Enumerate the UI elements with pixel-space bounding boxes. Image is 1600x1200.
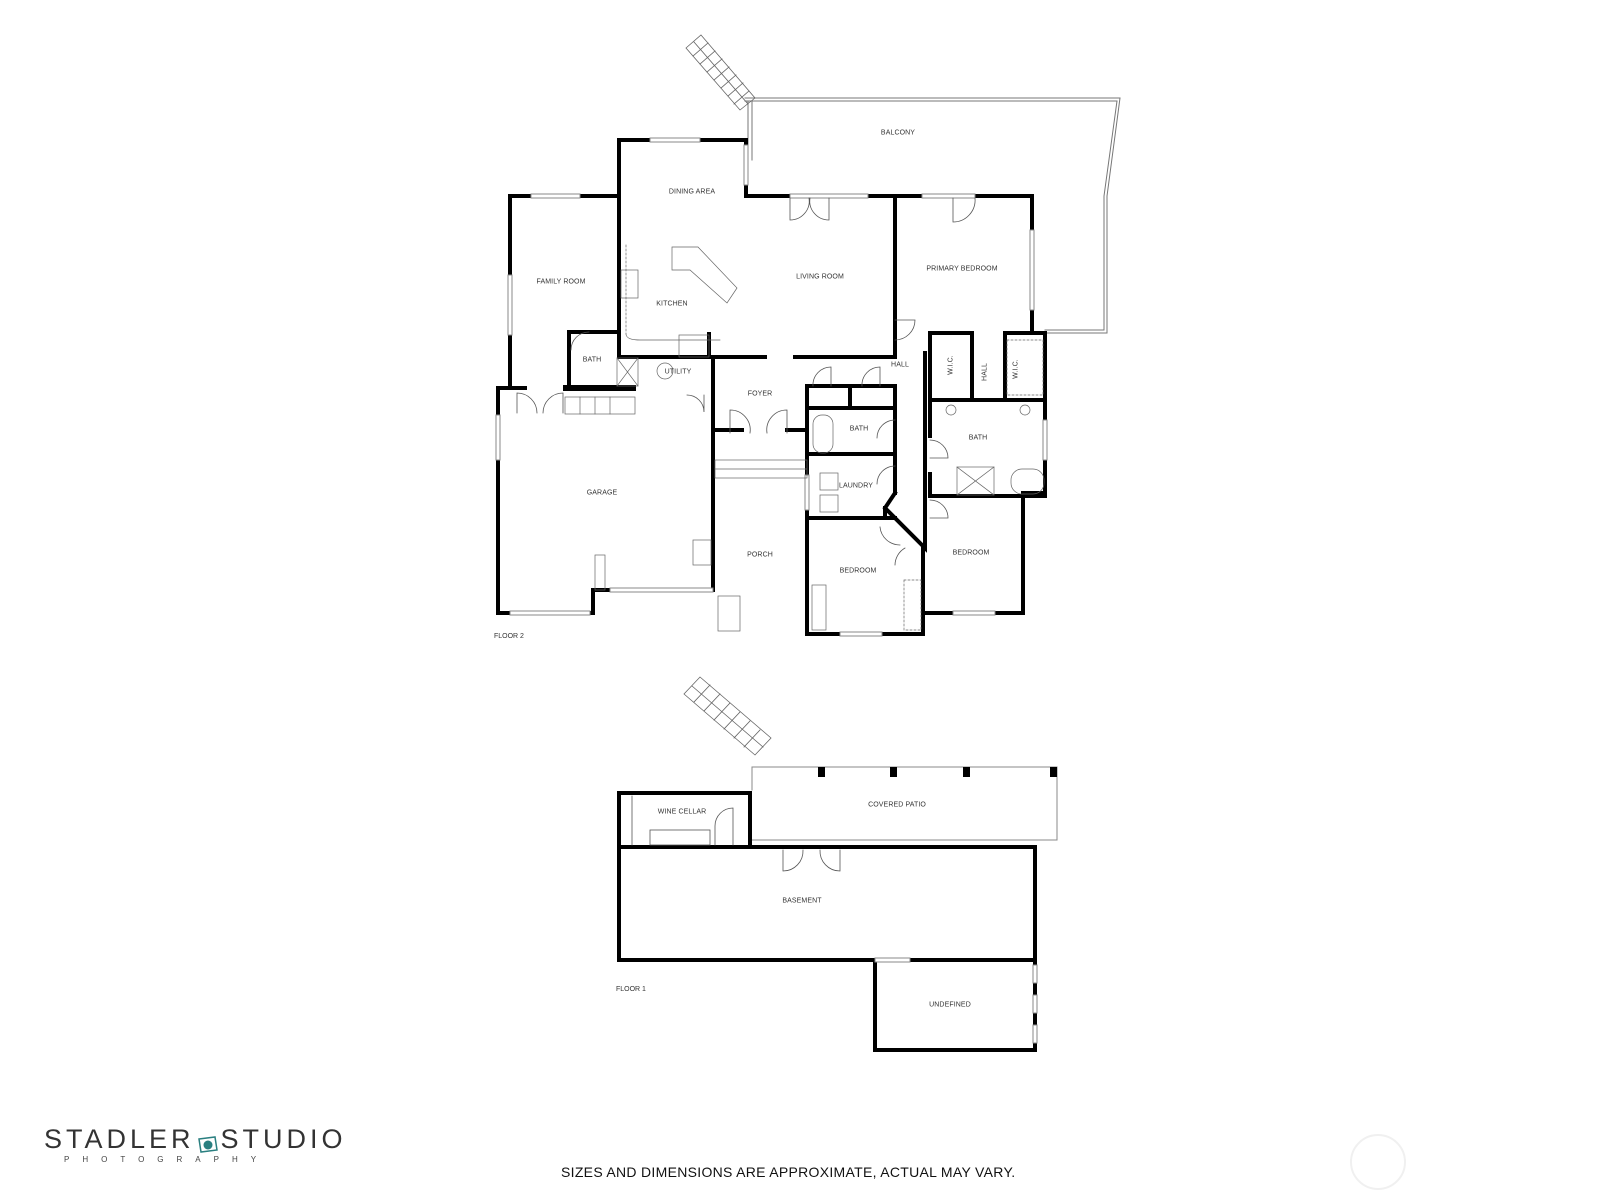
- disclaimer-text: SIZES AND DIMENSIONS ARE APPROXIMATE, AC…: [561, 1164, 1016, 1180]
- room-label-bedroom-2: BEDROOM: [952, 549, 990, 557]
- door-swings: [516, 197, 976, 566]
- room-label-wine-cellar: WINE CELLAR: [657, 808, 707, 816]
- room-label-wic-2: W.I.C.: [1012, 359, 1020, 379]
- room-label-garage: GARAGE: [586, 489, 618, 497]
- room-label-balcony: BALCONY: [880, 129, 916, 137]
- windows: [495, 137, 1048, 637]
- room-label-hall-2: HALL: [981, 363, 989, 381]
- logo-text-right: STUDIO: [220, 1124, 347, 1154]
- room-label-foyer: FOYER: [747, 390, 773, 398]
- room-label-basement: BASEMENT: [782, 897, 822, 905]
- stair-top: [685, 34, 756, 111]
- room-label-kitchen: KITCHEN: [656, 300, 688, 308]
- logo-subtitle: PHOTOGRAPHY: [64, 1155, 270, 1164]
- watermark-circle: [1350, 1134, 1406, 1190]
- room-label-utility: UTILITY: [664, 368, 692, 376]
- floor-2-label: FLOOR 2: [494, 633, 524, 640]
- room-label-bath-center: BATH: [849, 425, 869, 433]
- room-label-primary-bedroom: PRIMARY BEDROOM: [926, 265, 998, 273]
- room-label-hall: HALL: [891, 361, 909, 369]
- room-label-dining-area: DINING AREA: [668, 188, 716, 196]
- camera-icon: [197, 1131, 219, 1153]
- room-label-bedroom-1: BEDROOM: [839, 567, 877, 575]
- stair-lower: [683, 676, 772, 756]
- room-label-family-room: FAMILY ROOM: [536, 278, 586, 286]
- room-label-living-room: LIVING ROOM: [796, 273, 844, 281]
- stadler-studio-logo: STADLER STUDIO PHOTOGRAPHY: [44, 1124, 347, 1165]
- room-label-laundry: LAUNDRY: [838, 482, 874, 490]
- floor-1-label: FLOOR 1: [616, 986, 646, 993]
- room-label-bath-small: BATH: [582, 356, 602, 364]
- balcony-outline: [744, 97, 1121, 334]
- room-label-bath-primary: BATH: [968, 434, 988, 442]
- logo-text-left: STADLER: [44, 1124, 195, 1154]
- room-label-porch: PORCH: [747, 551, 773, 559]
- room-label-undefined: UNDEFINED: [929, 1001, 971, 1009]
- room-label-wic-1: W.I.C.: [947, 355, 955, 375]
- room-label-covered-patio: COVERED PATIO: [868, 801, 926, 809]
- fixtures: [564, 244, 1045, 632]
